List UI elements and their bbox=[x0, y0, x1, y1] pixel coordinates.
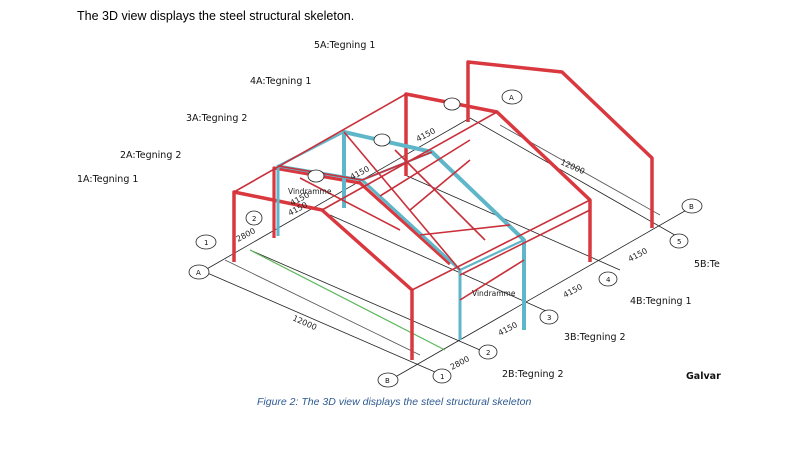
grid-line-a bbox=[204, 117, 471, 271]
bubble-2-bottom bbox=[478, 344, 498, 360]
bubble-top-2 bbox=[373, 133, 391, 147]
bubble-1-left bbox=[195, 234, 217, 250]
bubble-2-bottom-text: 2 bbox=[486, 349, 490, 357]
bubble-4-text: 4 bbox=[606, 276, 611, 284]
bubble-1-left-text: 1 bbox=[204, 239, 208, 247]
bubble-1-bottom-text: 1 bbox=[440, 373, 444, 381]
bubble-2-left bbox=[245, 210, 263, 226]
dim-4150-low: 4150 bbox=[497, 320, 519, 338]
bubble-5-text: 5 bbox=[677, 238, 681, 246]
view-label-4b: 4B:Tegning 1 bbox=[630, 296, 692, 307]
bubble-top-3 bbox=[307, 169, 325, 183]
view-label-5b: 5B:Te bbox=[694, 259, 720, 270]
bubble-b-bottom bbox=[377, 372, 399, 388]
view-label-3a: 3A:Tegning 2 bbox=[186, 113, 248, 124]
galvanized-label: Galvar bbox=[686, 371, 721, 382]
figure-caption: Figure 2: The 3D view displays the steel… bbox=[257, 396, 532, 408]
dim-12000-left: 12000 bbox=[291, 314, 318, 333]
bubble-3 bbox=[539, 309, 559, 325]
dim-4150-mid: 4150 bbox=[562, 282, 584, 300]
view-label-5a: 5A:Tegning 1 bbox=[314, 40, 376, 51]
bubble-4 bbox=[598, 271, 618, 287]
bubble-a-top bbox=[501, 89, 523, 105]
grid-line-2 bbox=[249, 249, 481, 351]
intro-text: The 3D view displays the steel structura… bbox=[77, 9, 355, 23]
bubble-3-text: 3 bbox=[547, 314, 551, 322]
bubble-a-top-text: A bbox=[509, 94, 514, 102]
grid-bubbles bbox=[188, 89, 703, 388]
bubble-1-bottom bbox=[432, 368, 452, 384]
grid-line-4 bbox=[404, 174, 621, 271]
ground-line-green bbox=[249, 249, 446, 351]
dim-line-left bbox=[224, 259, 421, 356]
bubble-5 bbox=[669, 233, 689, 249]
grid-line-3 bbox=[329, 214, 556, 316]
grid-line-1 bbox=[204, 271, 436, 373]
bubble-a-left-text: A bbox=[196, 269, 201, 277]
dim-2800-top: 2800 bbox=[235, 226, 257, 244]
bubble-top-1 bbox=[443, 97, 461, 111]
portal-frame-4 bbox=[404, 92, 592, 262]
bracing-red bbox=[233, 93, 591, 301]
view-label-3b: 3B:Tegning 2 bbox=[564, 332, 626, 343]
portal-frame-2-red bbox=[272, 166, 452, 266]
dim-4150-top: 4150 bbox=[415, 126, 437, 144]
windframe-left-label: Vindramme bbox=[288, 187, 332, 196]
grid-line-5 bbox=[469, 117, 681, 239]
windframe-right-label: Vindramme bbox=[472, 289, 516, 298]
bubble-a-left bbox=[188, 264, 210, 280]
view-label-4a: 4A:Tegning 1 bbox=[250, 76, 312, 87]
dim-2800-bottom: 2800 bbox=[449, 354, 471, 372]
portal-frame-5 bbox=[466, 60, 654, 228]
view-label-1a: 1A:Tegning 1 bbox=[77, 174, 139, 185]
bubble-2-left-text: 2 bbox=[252, 215, 256, 223]
dim-4150-c: 4150 bbox=[627, 246, 649, 264]
bubble-b-right-text: B bbox=[689, 203, 694, 211]
bubble-b-right bbox=[681, 198, 703, 214]
view-label-2a: 2A:Tegning 2 bbox=[120, 150, 182, 161]
grid-line-b bbox=[389, 207, 691, 381]
view-label-2b: 2B:Tegning 2 bbox=[502, 369, 564, 380]
bubble-b-bottom-text: B bbox=[385, 377, 390, 385]
